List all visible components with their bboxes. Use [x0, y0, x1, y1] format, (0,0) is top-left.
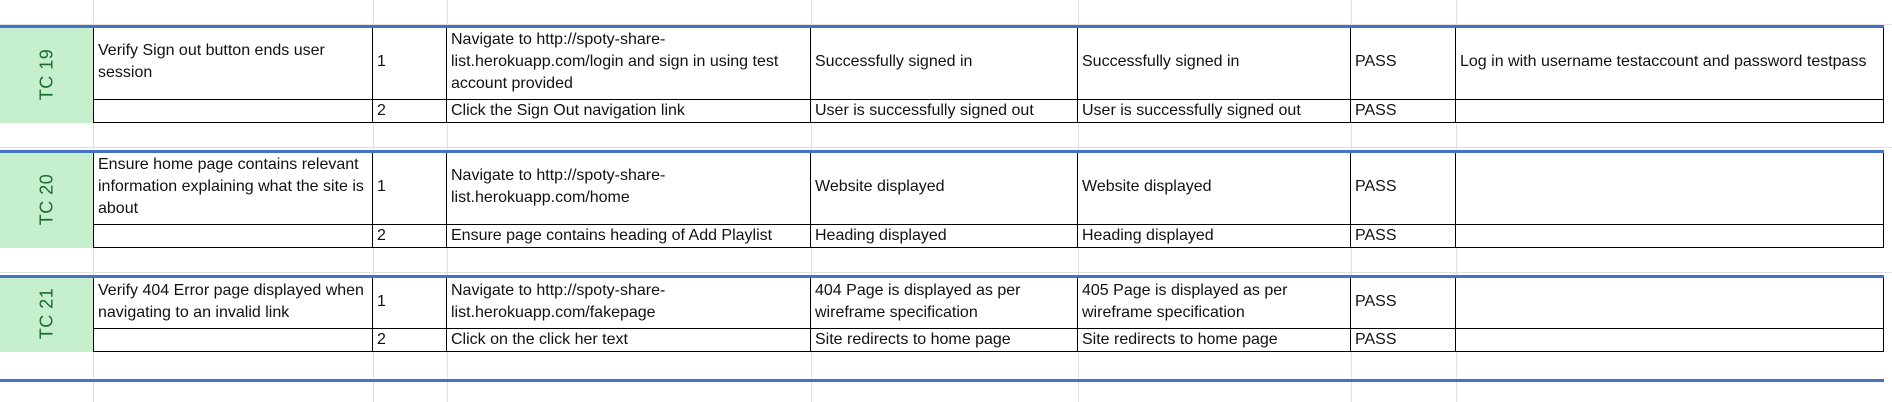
step-action-cell[interactable]: Navigate to http://spoty-share-list.hero…	[447, 275, 811, 329]
expected-result-cell[interactable]: Heading displayed	[811, 225, 1078, 248]
result-cell[interactable]: PASS	[1351, 329, 1456, 352]
step-action-cell[interactable]: Navigate to http://spoty-share-list.hero…	[447, 25, 811, 100]
actual-result-cell[interactable]: User is successfully signed out	[1078, 100, 1351, 123]
description-cell[interactable]	[93, 100, 373, 123]
step-action-cell[interactable]: Click the Sign Out navigation link	[447, 100, 811, 123]
actual-result-cell[interactable]: Successfully signed in	[1078, 25, 1351, 100]
description-cell[interactable]	[93, 225, 373, 248]
actual-result-cell[interactable]: 405 Page is displayed as per wireframe s…	[1078, 275, 1351, 329]
block-border-top	[0, 25, 1884, 28]
expected-result-cell[interactable]: 404 Page is displayed as per wireframe s…	[811, 275, 1078, 329]
step-number-cell[interactable]: 2	[373, 100, 447, 123]
notes-cell[interactable]	[1456, 150, 1884, 225]
pass-status: PASS	[1355, 53, 1397, 70]
step-action-cell[interactable]: Ensure page contains heading of Add Play…	[447, 225, 811, 248]
result-cell[interactable]: PASS	[1351, 100, 1456, 123]
actual-result-cell[interactable]: Heading displayed	[1078, 225, 1351, 248]
expected-result-cell[interactable]: Website displayed	[811, 150, 1078, 225]
grid-line	[0, 147, 1892, 148]
test-case-block: TC 21 Verify 404 Error page displayed wh…	[0, 275, 1884, 352]
result-cell[interactable]: PASS	[1351, 225, 1456, 248]
notes-cell[interactable]: Log in with username testaccount and pas…	[1456, 25, 1884, 100]
test-case-block: TC 19 Verify Sign out button ends user s…	[0, 25, 1884, 123]
block-border-top	[0, 275, 1884, 278]
actual-result-cell[interactable]: Website displayed	[1078, 150, 1351, 225]
test-case-id-cell[interactable]: TC 19	[0, 25, 93, 123]
test-case-id-cell[interactable]: TC 20	[0, 150, 93, 248]
step-number-cell[interactable]: 1	[373, 150, 447, 225]
step-number-cell[interactable]: 1	[373, 275, 447, 329]
test-case-id: TC 20	[36, 173, 56, 225]
pass-status: PASS	[1355, 292, 1397, 310]
block-border-top	[0, 150, 1884, 153]
next-block-border-top	[0, 379, 1884, 382]
description-cell[interactable]	[93, 329, 373, 352]
step-action-cell[interactable]: Click on the click her text	[447, 329, 811, 352]
step-action-cell[interactable]: Navigate to http://spoty-share-list.hero…	[447, 150, 811, 225]
notes-cell[interactable]	[1456, 100, 1884, 123]
notes-cell[interactable]	[1456, 275, 1884, 329]
test-case-block: TC 20 Ensure home page contains relevant…	[0, 150, 1884, 248]
pass-status: PASS	[1355, 102, 1397, 119]
test-case-id-cell[interactable]: TC 21	[0, 275, 93, 352]
description-cell[interactable]: Verify 404 Error page displayed when nav…	[93, 275, 373, 329]
expected-result-cell[interactable]: User is successfully signed out	[811, 100, 1078, 123]
pass-status: PASS	[1355, 331, 1397, 348]
test-case-description: Verify 404 Error page displayed when nav…	[98, 281, 364, 321]
result-cell[interactable]: PASS	[1351, 150, 1456, 225]
actual-result-cell[interactable]: Site redirects to home page	[1078, 329, 1351, 352]
grid-line	[0, 272, 1892, 273]
description-cell[interactable]: Ensure home page contains relevant infor…	[93, 150, 373, 225]
step-number-cell[interactable]: 2	[373, 329, 447, 352]
result-cell[interactable]: PASS	[1351, 25, 1456, 100]
expected-result-cell[interactable]: Successfully signed in	[811, 25, 1078, 100]
expected-result-cell[interactable]: Site redirects to home page	[811, 329, 1078, 352]
test-case-description: Verify Sign out button ends user session	[98, 42, 325, 81]
test-case-description: Ensure home page contains relevant infor…	[98, 156, 364, 217]
pass-status: PASS	[1355, 178, 1397, 195]
notes-cell[interactable]	[1456, 225, 1884, 248]
step-number-cell[interactable]: 1	[373, 25, 447, 100]
grid-line	[0, 24, 1892, 25]
step-number-cell[interactable]: 2	[373, 225, 447, 248]
test-case-id: TC 19	[36, 48, 56, 100]
description-cell[interactable]: Verify Sign out button ends user session	[93, 25, 373, 100]
pass-status: PASS	[1355, 227, 1397, 244]
result-cell[interactable]: PASS	[1351, 275, 1456, 329]
notes-cell[interactable]	[1456, 329, 1884, 352]
test-case-id: TC 21	[36, 287, 56, 340]
